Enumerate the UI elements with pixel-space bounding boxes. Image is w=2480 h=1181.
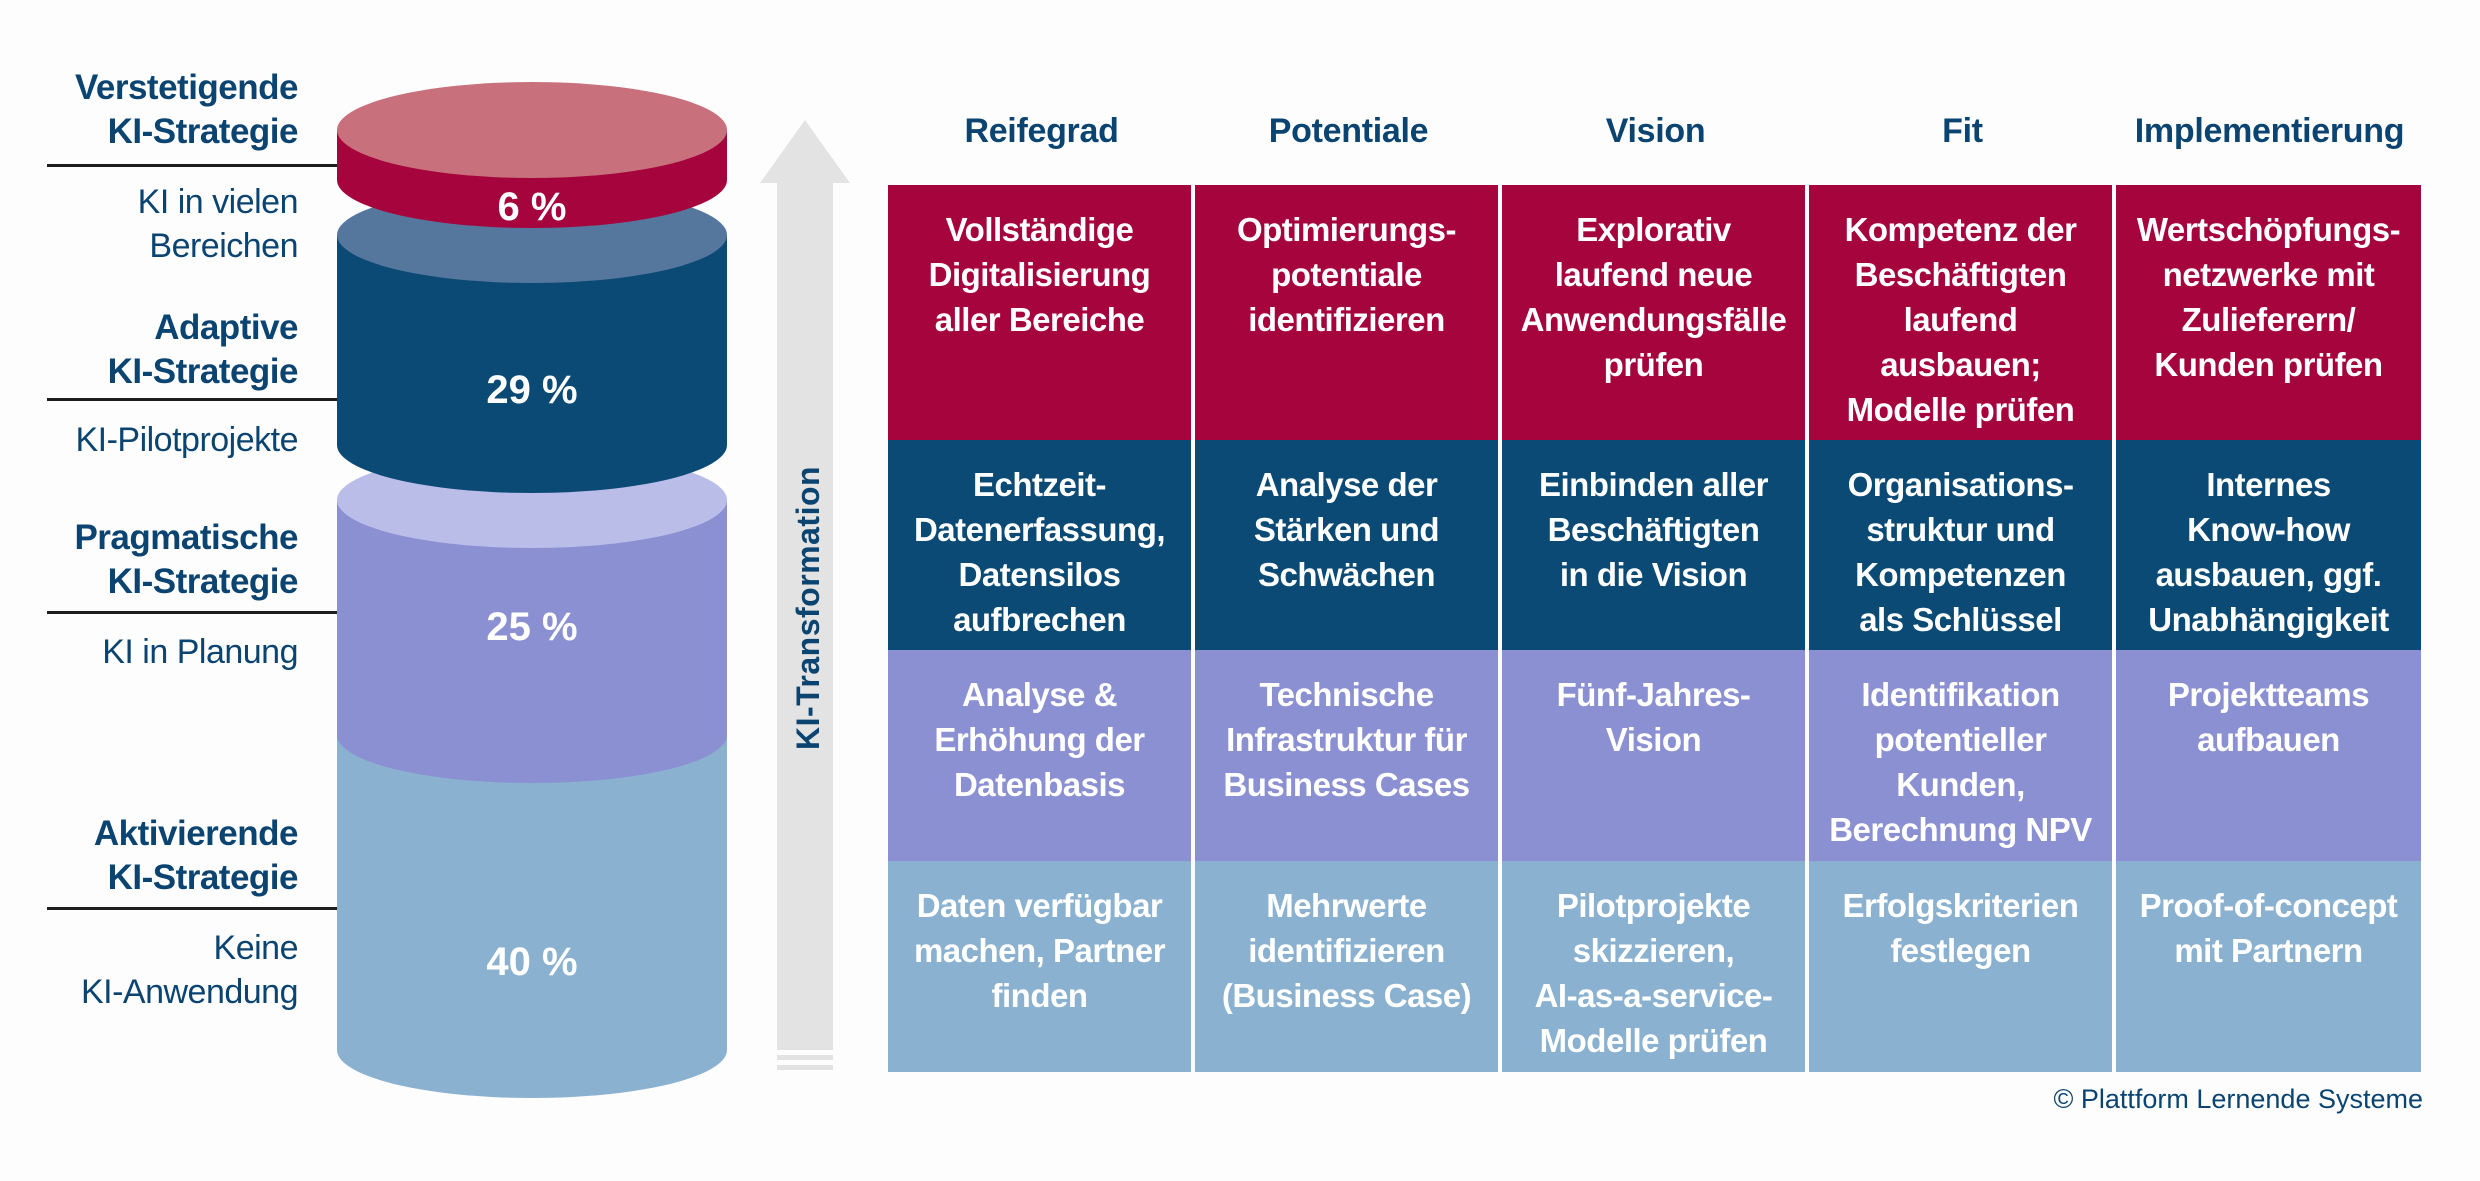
copyright: © Plattform Lernende Systeme: [2053, 1084, 2423, 1114]
cylinder-segment-verstetigend: 6 %: [337, 82, 727, 229]
table-cell: Einbinden aller Beschäftigten in die Vis…: [1502, 440, 1805, 650]
column-header: Reifegrad: [964, 112, 1119, 150]
table-cell: Proof-of-concept mit Partnern: [2116, 861, 2421, 1072]
table-cell: Fünf-Jahres- Vision: [1502, 650, 1805, 861]
strategy-desc-aktivierend: Keine KI-Anwendung: [80, 926, 299, 1014]
stacked-cylinder: 40 % 25 % 29 % 6 %: [337, 82, 727, 1098]
table-cell: Kompetenz der Beschäftigten laufend ausb…: [1809, 185, 2112, 440]
strategy-title-line: Verstetigende: [74, 68, 299, 107]
percent-label-adaptiv: 29 %: [486, 368, 577, 412]
strategy-title-line: Pragmatische: [74, 518, 298, 557]
strategy-desc-line: Bereichen: [149, 227, 298, 265]
table-cell: Explorativ laufend neue Anwendungsfälle …: [1502, 185, 1805, 440]
strategy-title-line: KI-Strategie: [107, 112, 299, 151]
strategy-title-aktivierend: Aktivierende KI-Strategie: [93, 812, 299, 900]
column-header: Implementierung: [2134, 112, 2405, 150]
table-cell: Echtzeit- Datenerfassung, Datensilos auf…: [888, 440, 1191, 650]
strategy-title-adaptiv: Adaptive KI-Strategie: [107, 306, 299, 394]
cylinder-side-adaptiv: [337, 235, 727, 493]
table-cell: Identifikation potentieller Kunden, Bere…: [1809, 650, 2112, 861]
divider-line: [47, 164, 340, 167]
column-header: Potentiale: [1268, 112, 1429, 150]
table-cell: Analyse der Stärken und Schwächen: [1195, 440, 1498, 650]
table-cell: Analyse & Erhöhung der Datenbasis: [888, 650, 1191, 861]
table-cell: Vollständige Digitalisierung aller Berei…: [888, 185, 1191, 440]
table-cell: Internes Know-how ausbauen, ggf. Unabhän…: [2116, 440, 2421, 650]
strategy-desc-line: Keine: [213, 929, 299, 967]
table-cell: Organisations- struktur und Kompetenzen …: [1809, 440, 2112, 650]
transformation-arrow-icon: [760, 120, 850, 1070]
percent-label-aktivierend: 40 %: [486, 940, 577, 984]
strategy-desc-line: KI-Anwendung: [80, 973, 299, 1011]
column-header: Fit: [1942, 112, 1983, 150]
divider-line: [47, 611, 340, 614]
table-cell: Optimierungs- potentiale identifizieren: [1195, 185, 1498, 440]
table-cell: Wertschöpfungs- netzwerke mit Zulieferer…: [2116, 185, 2421, 440]
table-cell: Projektteams aufbauen: [2116, 650, 2421, 861]
cylinder-segment-adaptiv: 29 %: [337, 187, 727, 493]
divider-line: [47, 398, 340, 401]
strategy-title-line: KI-Strategie: [107, 352, 299, 391]
cylinder-side-aktivierend: [337, 725, 727, 1098]
table-cell: Daten verfügbar machen, Partner finden: [888, 861, 1191, 1072]
table-cell: Mehrwerte identifizieren (Business Case): [1195, 861, 1498, 1072]
column-header: Vision: [1605, 112, 1706, 150]
strategy-title-line: KI-Strategie: [107, 562, 299, 601]
strategy-title-pragmatisch: Pragmatische KI-Strategie: [74, 516, 298, 604]
divider-line: [47, 907, 340, 910]
table-cell: Pilotprojekte skizzieren, AI-as-a-servic…: [1502, 861, 1805, 1072]
strategy-title-verstetigend: Verstetigende KI-Strategie: [74, 66, 299, 154]
strategy-title-line: Adaptive: [154, 308, 298, 347]
percent-label-verstetigend: 6 %: [498, 185, 567, 229]
strategy-desc-line: KI in Planung: [102, 633, 298, 671]
strategy-desc-adaptiv: KI-Pilotprojekte: [75, 418, 298, 462]
percent-label-pragmatisch: 25 %: [486, 605, 577, 649]
strategy-desc-pragmatisch: KI in Planung: [102, 630, 298, 674]
strategy-desc-line: KI-Pilotprojekte: [75, 421, 298, 459]
cylinder-side-pragmatisch: [337, 500, 727, 783]
cylinder-segment-pragmatisch: 25 %: [337, 452, 727, 783]
strategy-desc-verstetigend: KI in vielen Bereichen: [137, 180, 299, 268]
strategy-title-line: KI-Strategie: [107, 858, 299, 897]
table-cell: Technische Infrastruktur für Business Ca…: [1195, 650, 1498, 861]
strategy-desc-line: KI in vielen: [137, 183, 299, 221]
table-cell: Erfolgskriterien festlegen: [1809, 861, 2112, 1072]
arrow-label: KI-Transformation: [790, 465, 826, 750]
cylinder-top-verstetigend: [337, 82, 727, 178]
strategy-title-line: Aktivierende: [93, 814, 299, 853]
